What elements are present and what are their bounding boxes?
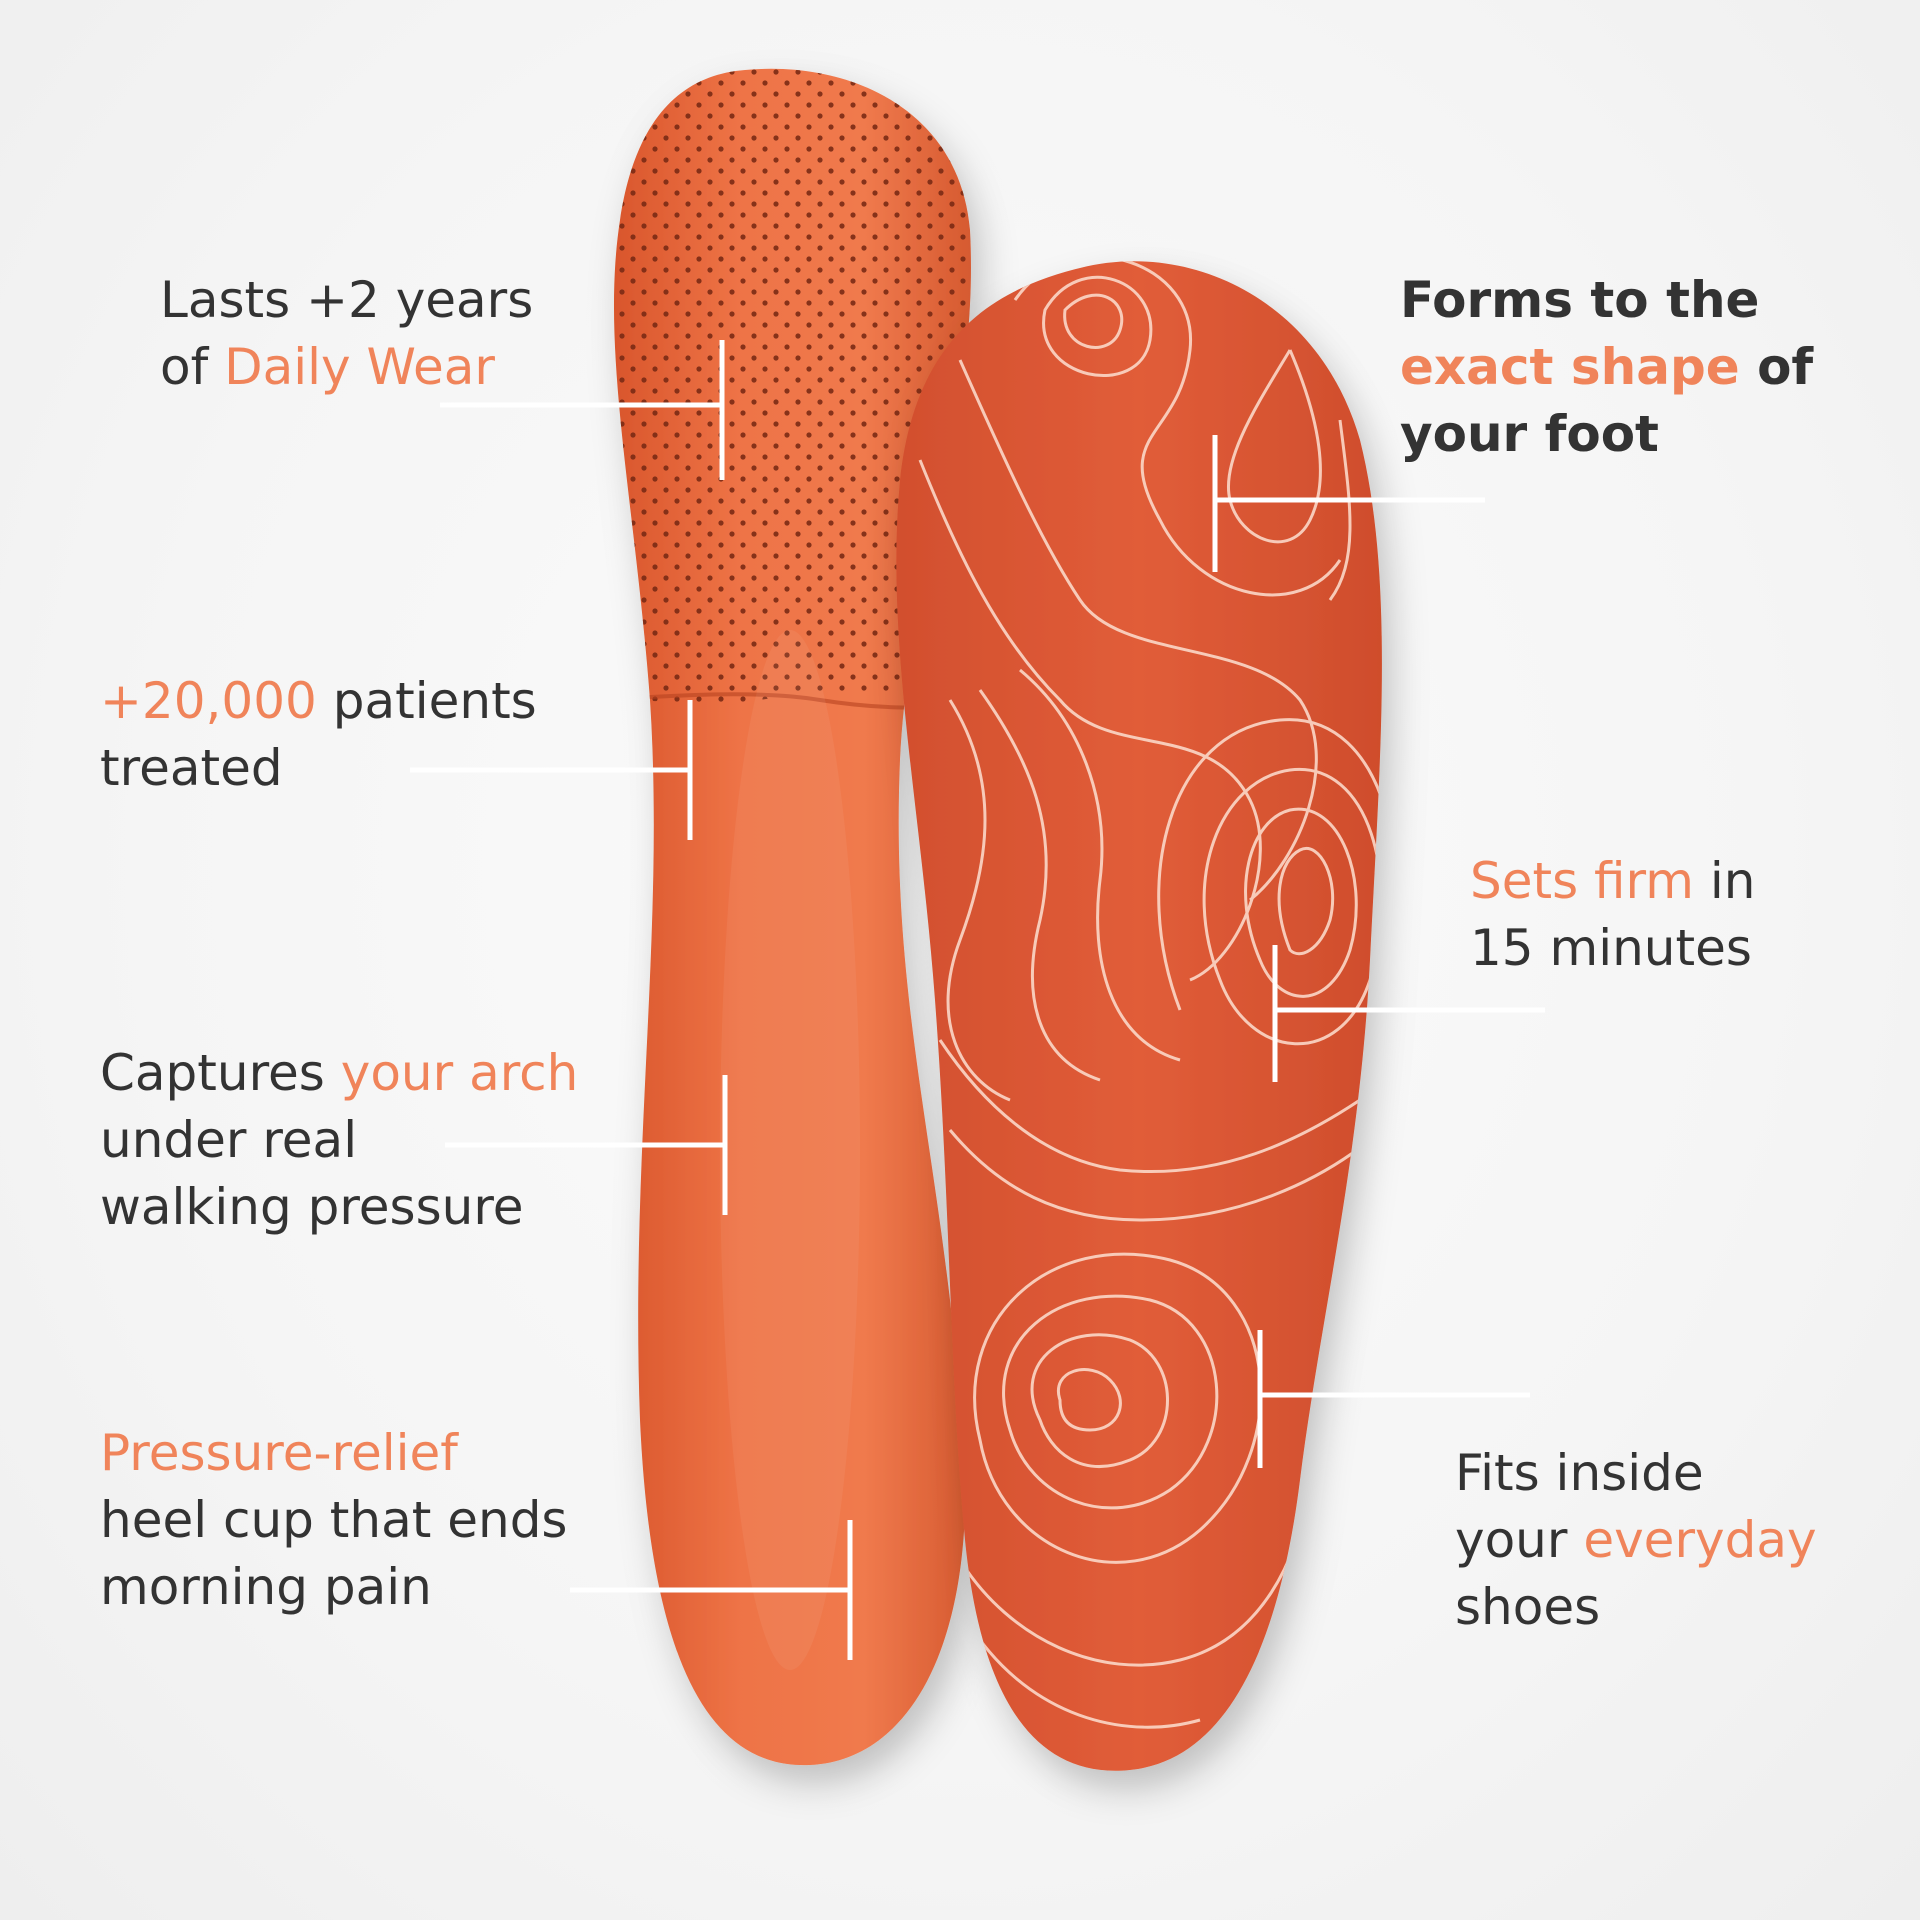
callout-arch-line-2: under real: [100, 1111, 358, 1169]
callout-patients-line-1: +20,000 patients: [100, 668, 537, 735]
callout-arch-text: Captures: [100, 1044, 341, 1102]
callout-firm-text: in: [1693, 852, 1756, 910]
callout-forms-line-3: your foot: [1400, 405, 1659, 463]
callout-heel: Pressure-relief heel cup that ends morni…: [100, 1420, 567, 1621]
callout-forms-line-1: Forms to the: [1400, 271, 1760, 329]
callout-fits-line-2: your everyday: [1455, 1507, 1817, 1574]
callout-firm-highlight: Sets firm: [1470, 852, 1694, 910]
callout-fits-highlight: everyday: [1583, 1511, 1817, 1569]
callout-forms-highlight: exact shape: [1400, 338, 1740, 396]
callout-patients: +20,000 patients treated: [100, 668, 537, 802]
callout-forms: Forms to the exact shape of your foot: [1400, 267, 1813, 468]
callout-forms-line-2: exact shape of: [1400, 334, 1813, 401]
callout-fits-line-3: shoes: [1455, 1578, 1601, 1636]
callout-lasts-text: of: [160, 338, 225, 396]
callout-heel-line-3: morning pain: [100, 1558, 432, 1616]
callout-fits-text: your: [1455, 1511, 1584, 1569]
right-insole: [896, 261, 1382, 1771]
callout-firm-line-2: 15 minutes: [1470, 919, 1752, 977]
callout-arch-highlight: your arch: [340, 1044, 579, 1102]
callout-heel-line-1: Pressure-relief: [100, 1424, 458, 1482]
callout-arch-line-3: walking pressure: [100, 1178, 524, 1236]
callout-fits-line-1: Fits inside: [1455, 1444, 1704, 1502]
callout-lasts-line-1: Lasts +2 years: [160, 271, 534, 329]
callout-arch: Captures your arch under real walking pr…: [100, 1040, 578, 1241]
callout-fits: Fits inside your everyday shoes: [1455, 1440, 1817, 1641]
callout-heel-line-2: heel cup that ends: [100, 1491, 568, 1549]
callout-patients-line-2: treated: [100, 739, 283, 797]
callout-patients-highlight: +20,000: [100, 672, 317, 730]
callout-forms-text: of: [1739, 338, 1814, 396]
callout-firm: Sets firm in 15 minutes: [1470, 848, 1755, 982]
callout-patients-text: patients: [316, 672, 537, 730]
callout-arch-line-1: Captures your arch: [100, 1040, 578, 1107]
callout-lasts-highlight: Daily Wear: [224, 338, 495, 396]
callout-firm-line-1: Sets firm in: [1470, 848, 1755, 915]
callout-lasts: Lasts +2 years of Daily Wear: [160, 267, 533, 401]
pointer-lines: [410, 340, 1545, 1660]
callout-lasts-line-2: of Daily Wear: [160, 334, 533, 401]
